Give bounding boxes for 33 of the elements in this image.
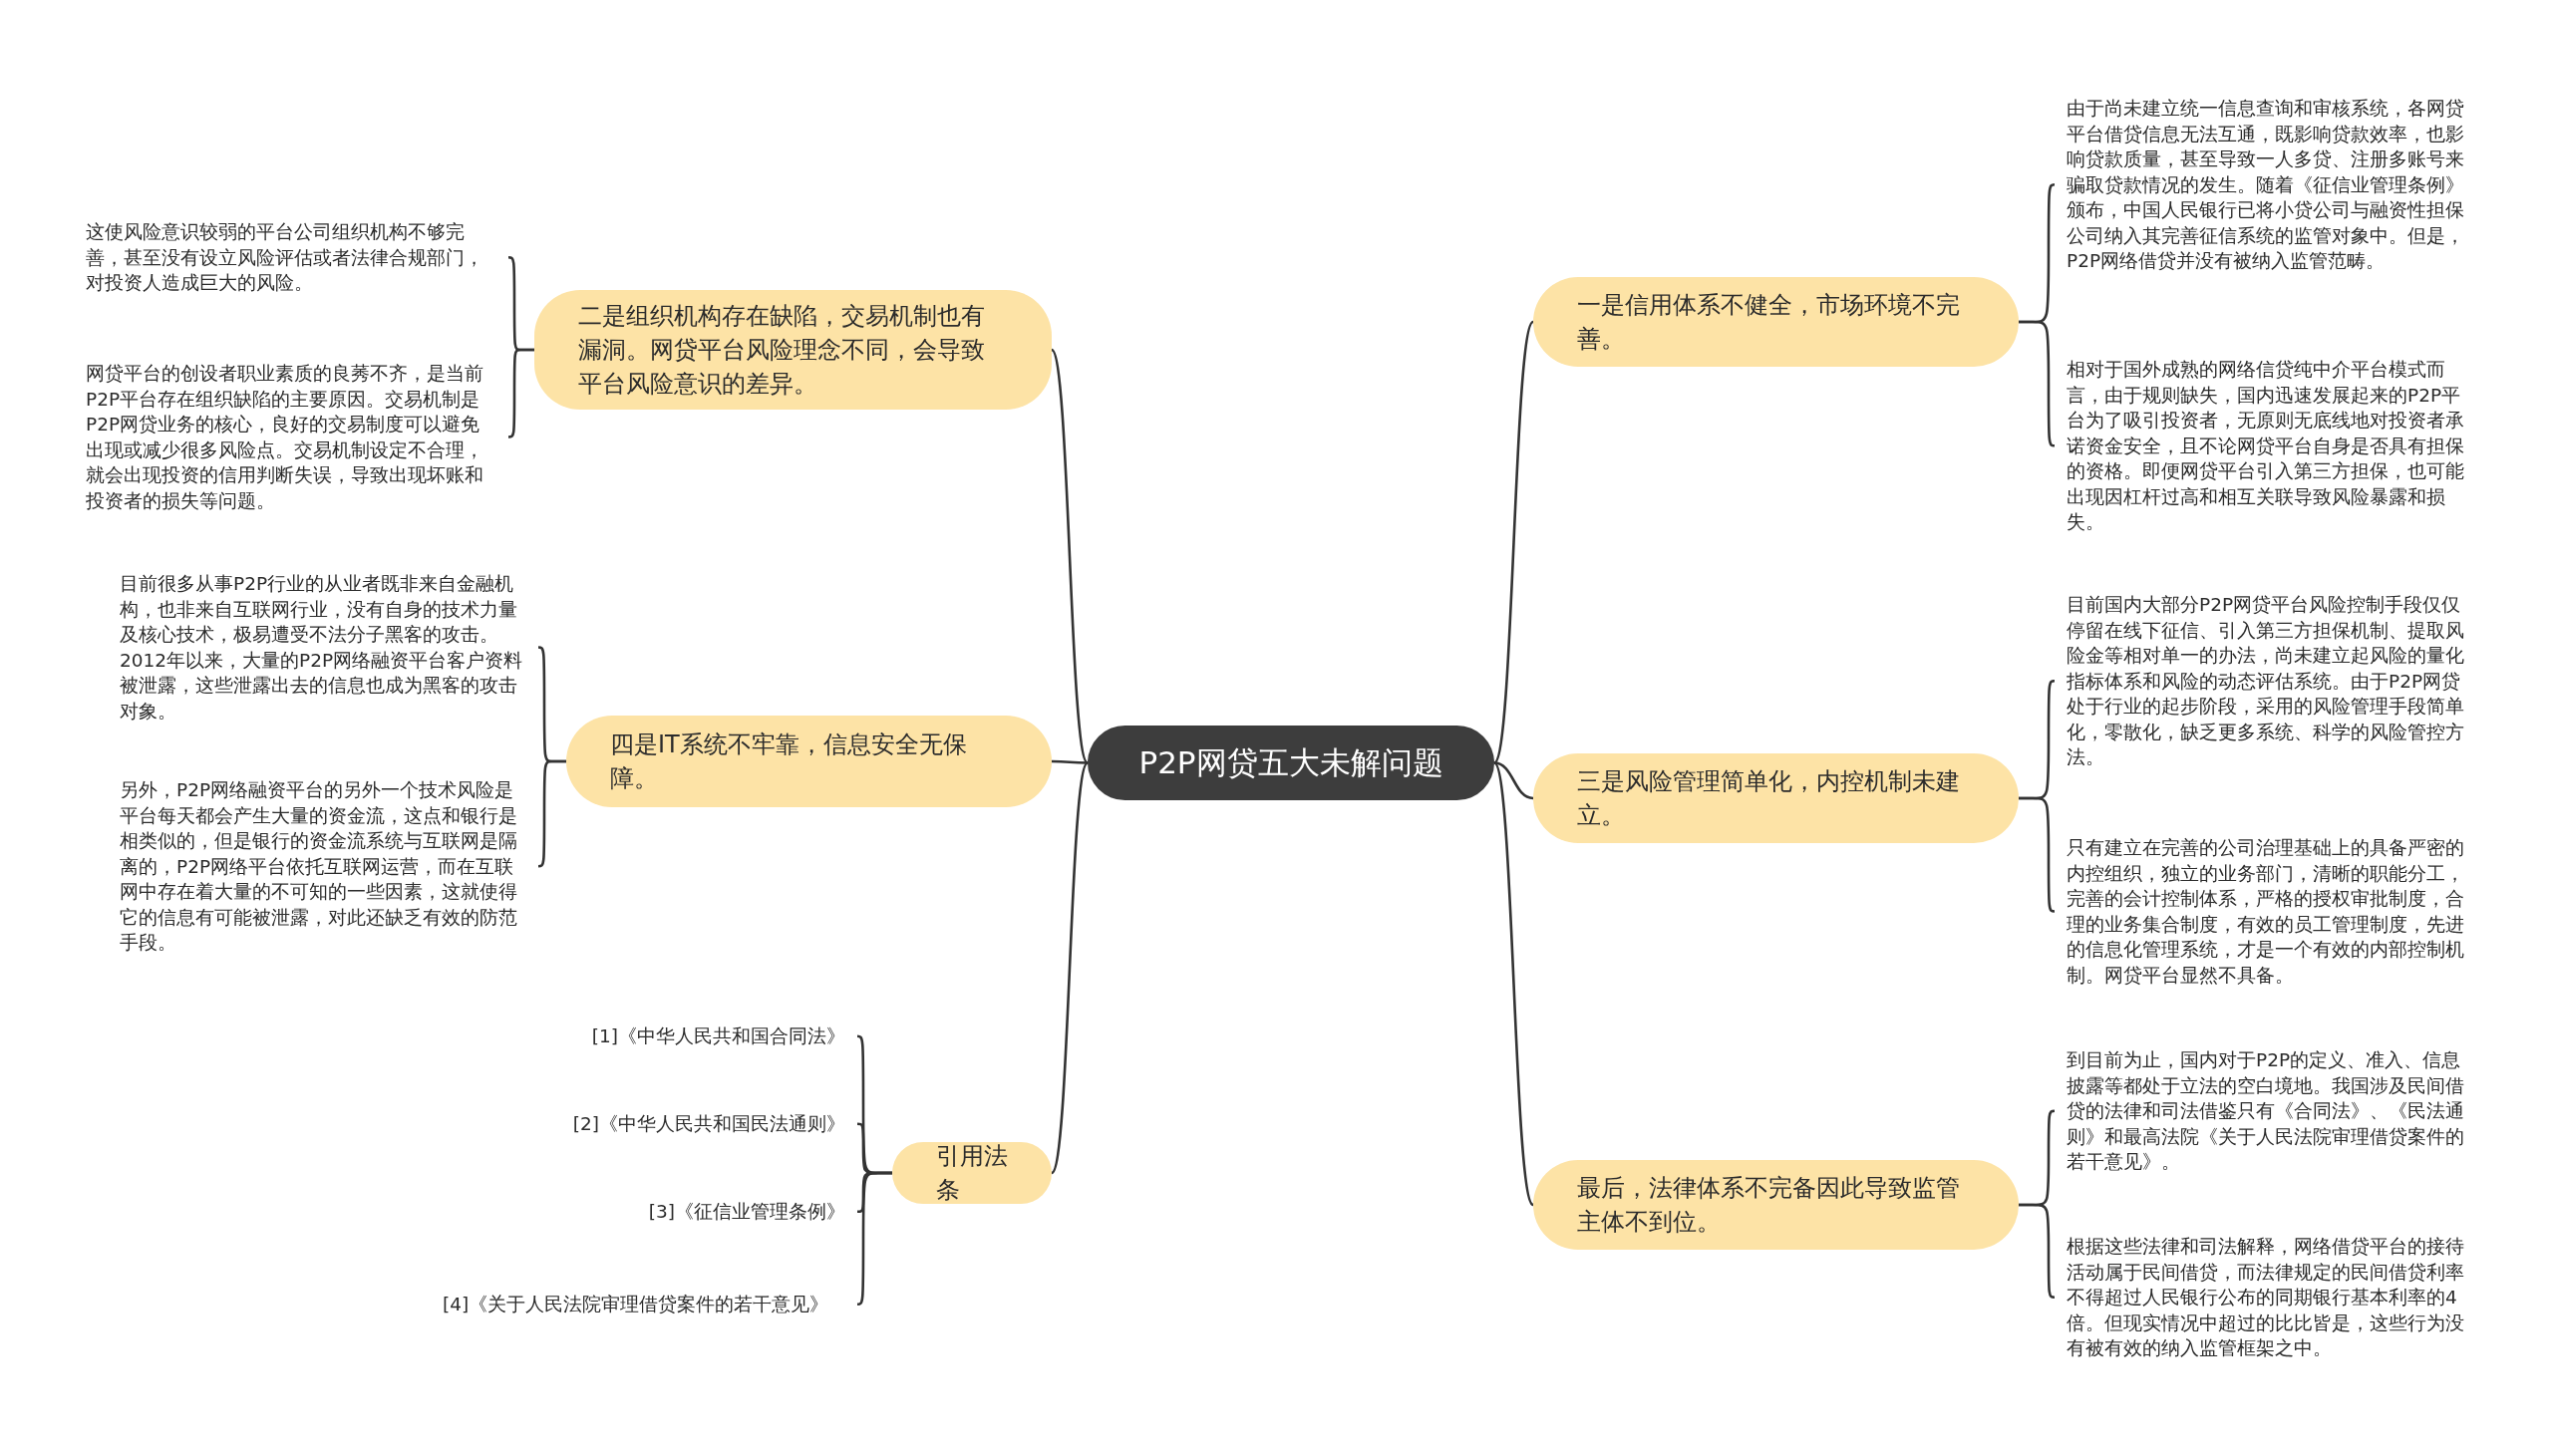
connector-line <box>856 1171 892 1307</box>
connector-line <box>1050 349 1090 764</box>
note-text: 目前很多从事P2P行业的从业者既非来自金融机构，也非来自互联网行业，没有自身的技术力量及核心技术，极易遭受不法分子黑客的攻击。2012年以来，大量的P2P网络融资平台客户资料被泄露，这些泄露出去的信息也成为黑客的攻击对象。 <box>116 571 538 724</box>
note-text: 这使风险意识较弱的平台公司组织机构不够完善，甚至没有设立风险评估或者法律合规部门，对投资人造成巨大的风险。 <box>82 219 508 296</box>
note-text: 目前国内大部分P2P网贷平台风险控制手段仅仅停留在线下征信、引入第三方担保机制、提取风险金等相对单一的办法，尚未建立起风险的量化指标体系和风险的动态评估系统。由于P2P网贷处于行业的起步阶段，采用的风险管理手段简单化，零散化，缺乏更多系统、科学的风险管控方法。 <box>2055 592 2473 770</box>
connector-line <box>1493 761 1534 800</box>
reference-text: [2]《中华人民共和国民法通则》 <box>419 1111 857 1137</box>
topic-node: 引用法条 <box>892 1142 1052 1204</box>
note-text: 根据这些法律和司法解释，网络借贷平台的接待活动属于民间借贷，而法律规定的民间借贷利率不得超过人民银行公布的同期银行基本利率的4倍。但现实情况中超过的比比皆是，这些行为没有被有效的纳入监管框架之中。 <box>2055 1234 2473 1361</box>
reference-text: [3]《征信业管理条例》 <box>419 1199 857 1225</box>
note-text: 到目前为止，国内对于P2P的定义、准入、信息披露等都处于立法的空白境地。我国涉及民间借贷的法律和司法借鉴只有《合同法》、《民法通则》和最高法院《关于人民法院审理借贷案件的若干意见》。 <box>2055 1047 2473 1175</box>
reference-text: [1]《中华人民共和国合同法》 <box>419 1023 857 1049</box>
connector-line <box>1052 759 1088 764</box>
connector-line <box>2019 1203 2056 1300</box>
note-text: [4]《关于人民法院审理借贷案件的若干意见》 <box>439 1292 857 1317</box>
topic-node: 四是IT系统不牢靠，信息安全无保障。 <box>566 716 1052 807</box>
connector-line <box>537 759 566 868</box>
note-text: 另外，P2P网络融资平台的另外一个技术风险是平台每天都会产生大量的资金流，这点和银行是相类似的，但是银行的资金流系统与互联网是隔离的，P2P网络平台依托互联网运营，而在互联网中存在着大量的不可知的一些因素，这就使得它的信息有可能被泄露，对此还缺乏有效的防范手段。 <box>116 777 538 956</box>
topic-node: 一是信用体系不健全，市场环境不完善。 <box>1533 277 2019 367</box>
topic-node: 二是组织机构存在缺陷，交易机制也有漏洞。网贷平台风险理念不同，会导致平台风险意识的差异。 <box>534 290 1052 410</box>
connector-line <box>2019 320 2056 447</box>
note-text: 只有建立在完善的公司治理基础上的具备严密的内控组织，独立的业务部门，清晰的职能分工，完善的会计控制体系，严格的授权审批制度，合理的业务集合制度，有效的员工管理制度，先进的信息化管理系统，才是一个有效的内部控制机制。网贷平台显然不具备。 <box>2055 835 2473 988</box>
connector-line <box>1050 761 1090 1174</box>
note-text: 由于尚未建立统一信息查询和审核系统，各网贷平台借贷信息无法互通，既影响贷款效率，也影响贷款质量，甚至导致一人多贷、注册多账号来骗取贷款情况的发生。随着《征信业管理条例》颁布，中国人民银行已将小贷公司与融资性担保公司纳入其完善征信系统的监管对象中。但是，P2P网络借贷并没有被纳入监管范畴。 <box>2055 96 2473 274</box>
connector-line <box>1492 761 1535 1206</box>
topic-node: 最后，法律体系不完备因此导致监管主体不到位。 <box>1533 1160 2019 1250</box>
connector-line <box>507 348 534 438</box>
topic-node: 三是风险管理简单化，内控机制未建立。 <box>1533 753 2019 843</box>
central-topic: P2P网贷五大未解问题 <box>1088 726 1494 800</box>
note-text: 网贷平台的创设者职业素质的良莠不齐，是当前P2P平台存在组织缺陷的主要原因。交易机制是P2P网贷业务的核心，良好的交易制度可以避免出现或减少很多风险点。交易机制设定不合理，就会出现投资的信用判断失误，导致出现坏账和投资者的损失等问题。 <box>82 361 508 513</box>
connector-line <box>2019 796 2056 913</box>
note-text: 相对于国外成熟的网络信贷纯中介平台模式而言，由于规则缺失，国内迅速发展起来的P2P平台为了吸引投资者，无原则无底线地对投资者承诺资金安全，且不论网贷平台自身是否具有担保的资格。即便网贷平台引入第三方担保，也可能出现因杠杆过高和相互关联导致风险暴露和损失。 <box>2055 357 2473 535</box>
connector-line <box>1492 321 1535 764</box>
